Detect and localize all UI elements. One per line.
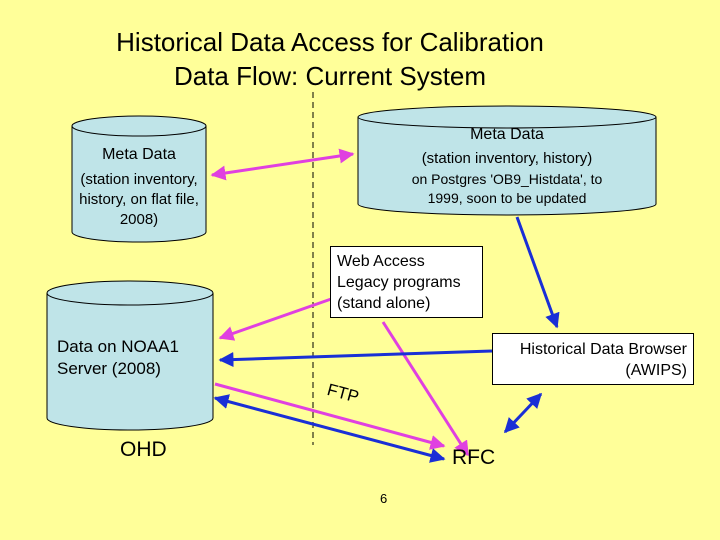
rfc-label: RFC [452,446,496,469]
noaa1-cylinder [46,280,214,431]
meta-right-detail-2: on Postgres 'OB9_Histdata', to [411,171,603,187]
meta-right-heading: Meta Data [470,126,544,143]
web-access-box: Web Access Legacy programs (stand alone) [330,246,483,318]
noaa1-line-2: Server (2008) [57,359,161,378]
title-line-2: Data Flow: Current System [173,61,487,91]
web-access-line-3: (stand alone) [337,295,431,312]
hdb-line-2: (AWIPS) [625,362,687,379]
meta-left-heading: Meta Data [102,146,176,163]
noaa1-line-1: Data on NOAA1 [57,337,179,356]
arrow-meta-right-to-hdb [515,216,560,329]
meta-right-detail-3: 1999, soon to be updated [427,190,587,206]
hdb-line-1: Historical Data Browser [519,341,687,358]
web-access-line-2: Legacy programs [337,274,461,291]
historical-data-browser-box: Historical Data Browser (AWIPS) [492,333,694,385]
title-line-1: Historical Data Access for Calibration [116,27,544,57]
web-access-line-1: Web Access [337,253,425,270]
arrow-web-to-noaa1 [218,296,335,341]
meta-left-detail: (station inventory, history, on flat fil… [79,171,199,228]
meta-data-left-cylinder [71,115,207,243]
arrow-web-to-rfc [381,321,470,457]
arrow-meta-left-right [210,148,355,181]
arrow-hdb-rfc [503,392,543,434]
meta-right-detail-1: (station inventory, history) [421,150,593,167]
noaa1-label: Data on NOAA1 Server (2008) [57,336,213,380]
ohd-label: OHD [120,438,167,461]
arrow-ohd-rfc [213,394,446,463]
meta-data-right-cylinder [357,105,657,216]
arrow-hdb-to-noaa1 [218,349,493,368]
page-number: 6 [380,491,388,506]
